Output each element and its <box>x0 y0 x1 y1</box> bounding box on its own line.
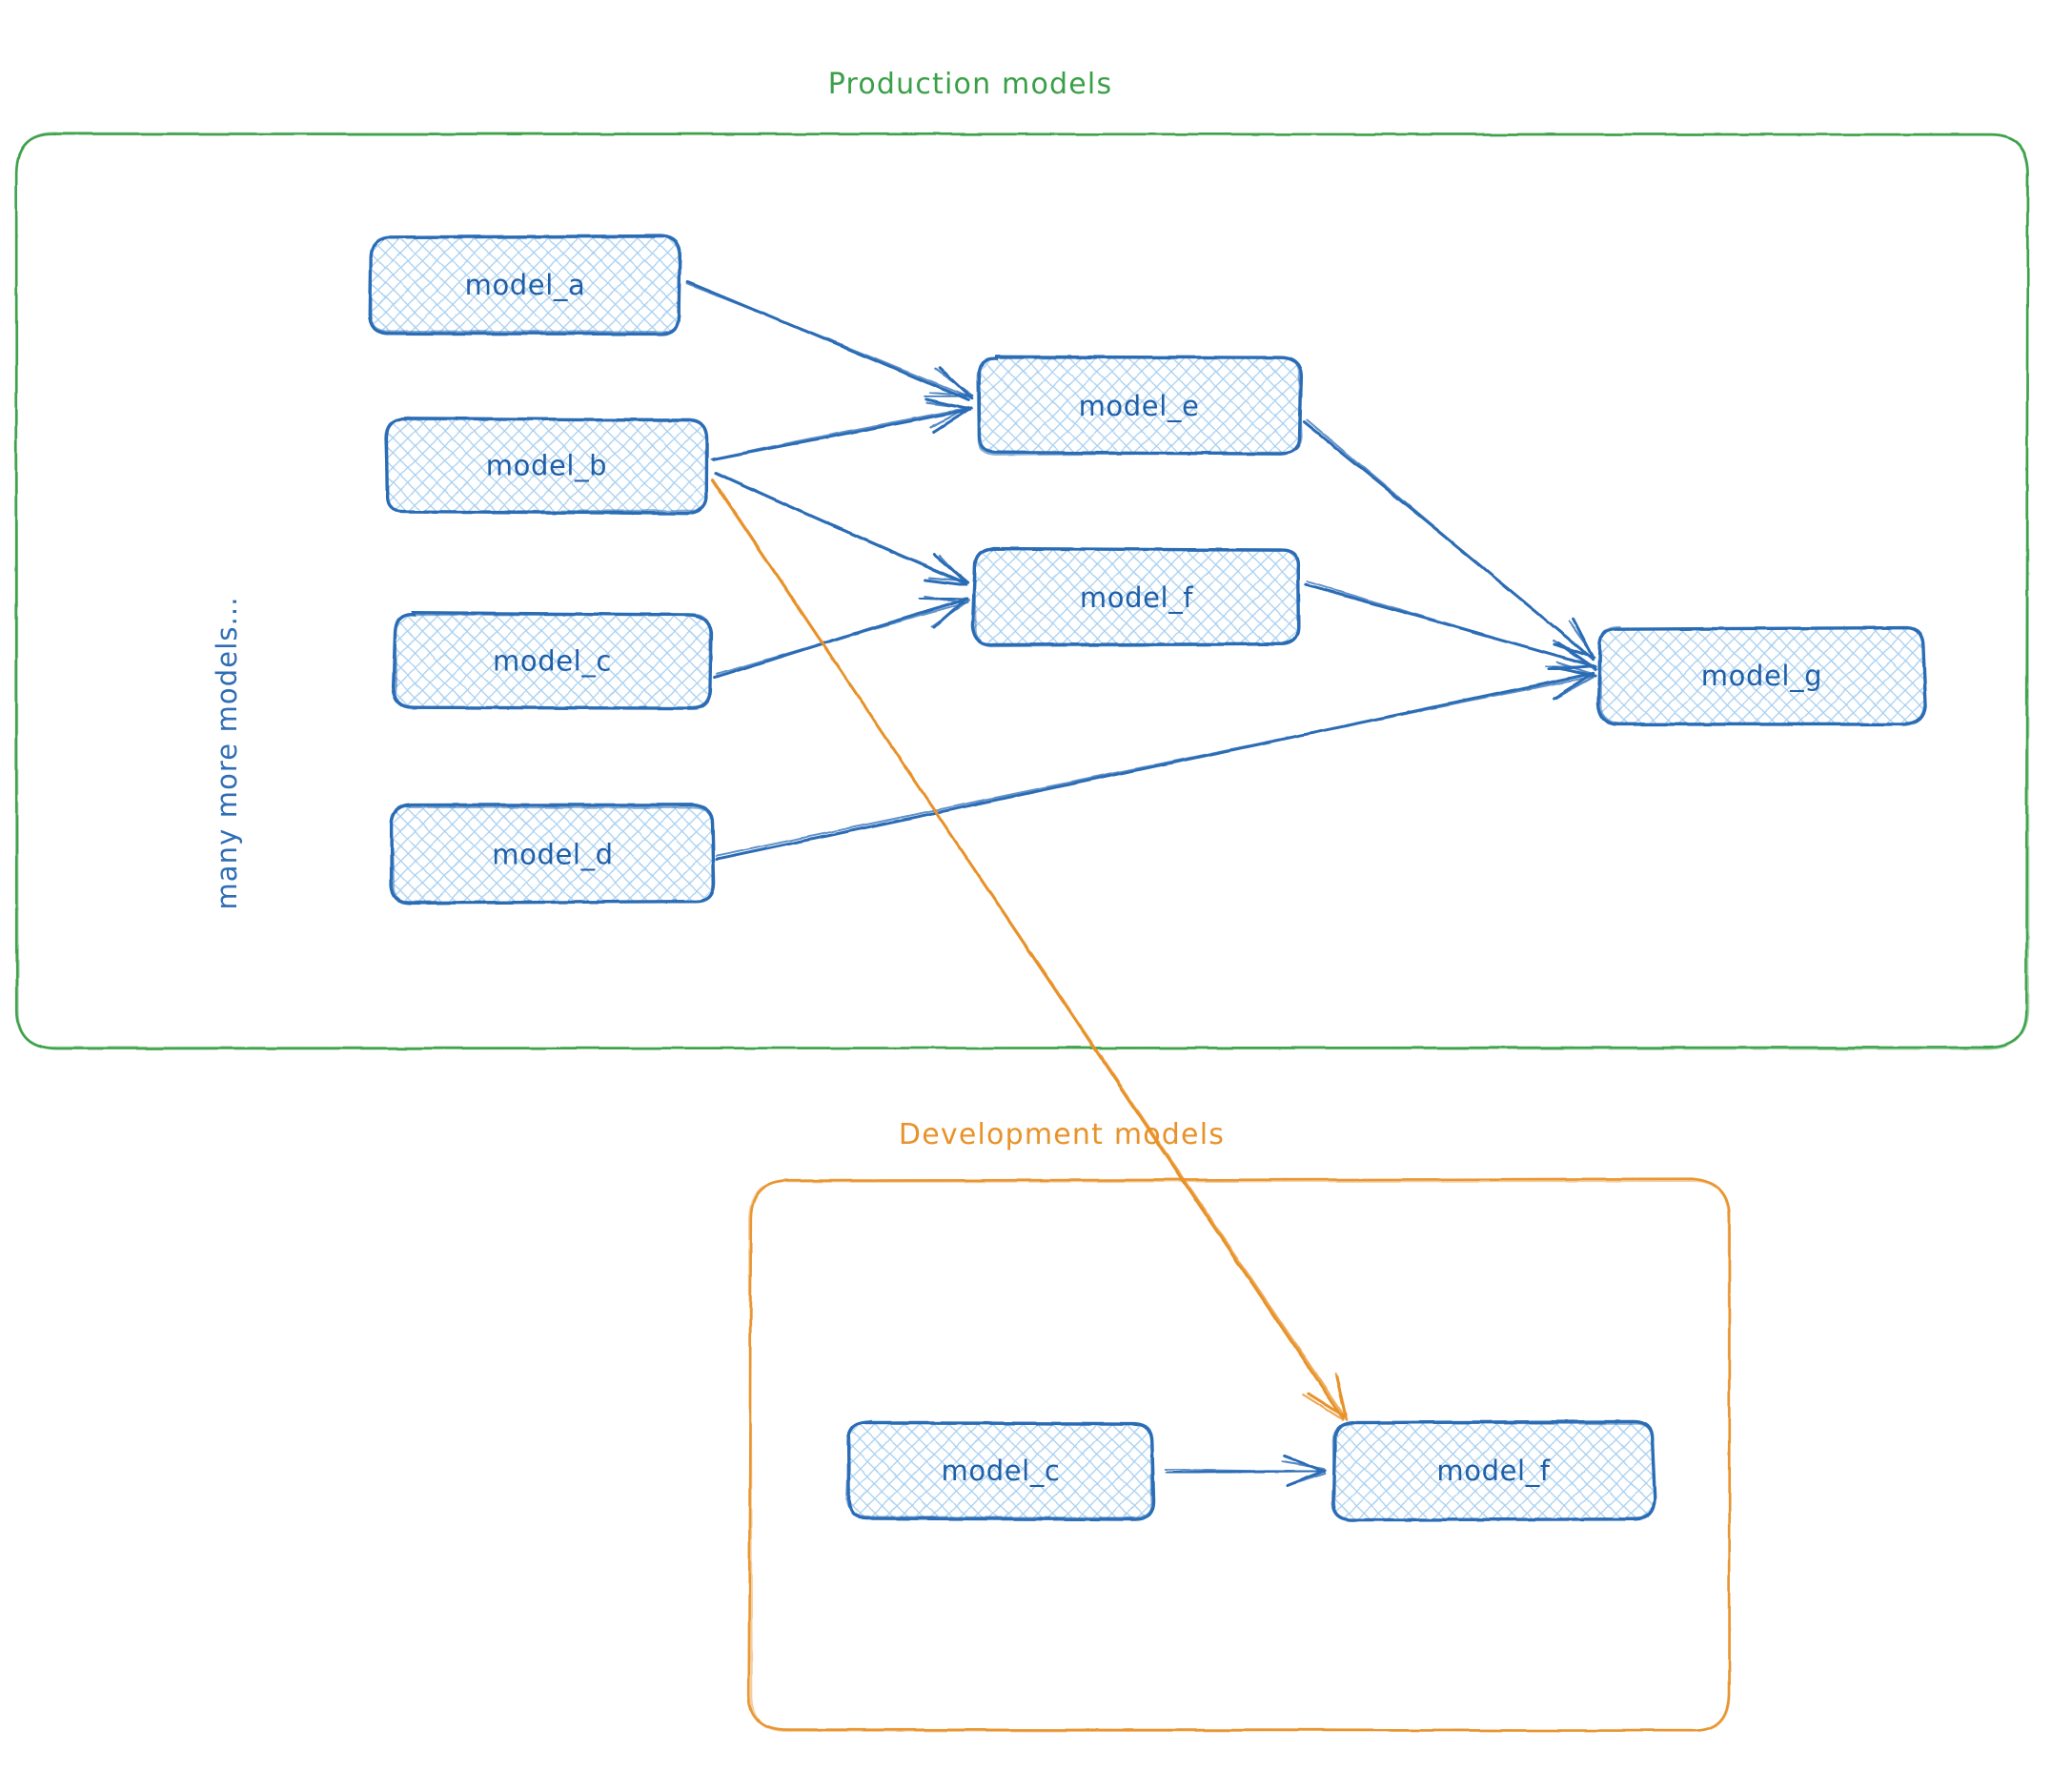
edge-b-to-e <box>710 397 974 461</box>
model-node-dev_model_c[interactable]: model_c <box>845 1420 1156 1521</box>
model-node-prod_model_e[interactable]: model_e <box>976 355 1304 457</box>
model-node-label: model_a <box>465 269 586 301</box>
edges <box>685 280 1597 1488</box>
model-node-label: model_f <box>1080 581 1193 614</box>
model-node-prod_model_c[interactable]: model_c <box>391 610 714 710</box>
edge-prod-b-to-dev-f <box>710 478 1348 1421</box>
model-node-label: model_f <box>1436 1455 1550 1487</box>
group-title-development: Development models <box>899 1118 1225 1151</box>
model-node-label: model_d <box>492 839 613 871</box>
model-node-dev_model_f[interactable]: model_f <box>1331 1419 1656 1522</box>
edge-b-to-f <box>714 471 970 587</box>
model-node-prod_model_f[interactable]: model_f <box>970 546 1301 648</box>
model-node-label: model_e <box>1079 390 1200 422</box>
model-node-prod_model_b[interactable]: model_b <box>384 417 709 516</box>
model-node-label: model_g <box>1701 660 1822 692</box>
edge-dev-c-to-dev-f <box>1164 1455 1328 1488</box>
group-title-production: Production models <box>828 68 1113 101</box>
group-container-production <box>14 132 2030 1050</box>
group-containers <box>14 132 2030 1733</box>
model-node-label: model_c <box>942 1455 1061 1487</box>
edge-c-to-f <box>713 595 971 680</box>
edge-d-to-g <box>715 661 1597 862</box>
model-node-prod_model_d[interactable]: model_d <box>389 803 716 906</box>
model-node-prod_model_g[interactable]: model_g <box>1596 625 1928 726</box>
model-node-prod_model_a[interactable]: model_a <box>368 234 682 336</box>
model-node-label: model_b <box>486 450 607 482</box>
annotation-many-more-models: many more models... <box>211 596 243 909</box>
group-container-development <box>747 1177 1731 1733</box>
edge-a-to-e <box>685 280 974 402</box>
model-node-label: model_c <box>493 645 612 678</box>
model-nodes: model_a model_b model_c model_d model_emodel… <box>368 234 1928 1522</box>
